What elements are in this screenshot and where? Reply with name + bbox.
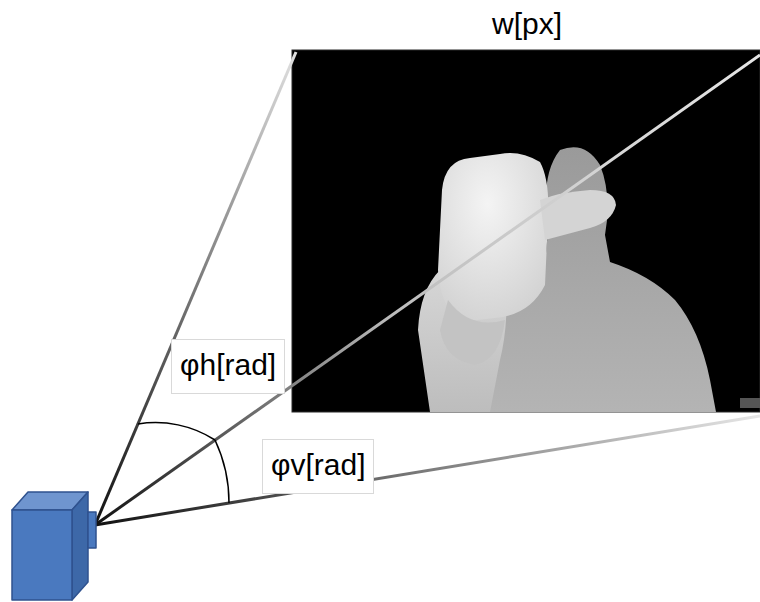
angle-label: φh[rad] — [171, 339, 285, 394]
angle-label: φv[rad] — [262, 439, 374, 494]
dimension-label: w[px] — [488, 7, 566, 42]
camera-symbol — [12, 492, 96, 600]
angle-arc — [138, 423, 229, 503]
view-frustum-lines — [95, 52, 760, 525]
